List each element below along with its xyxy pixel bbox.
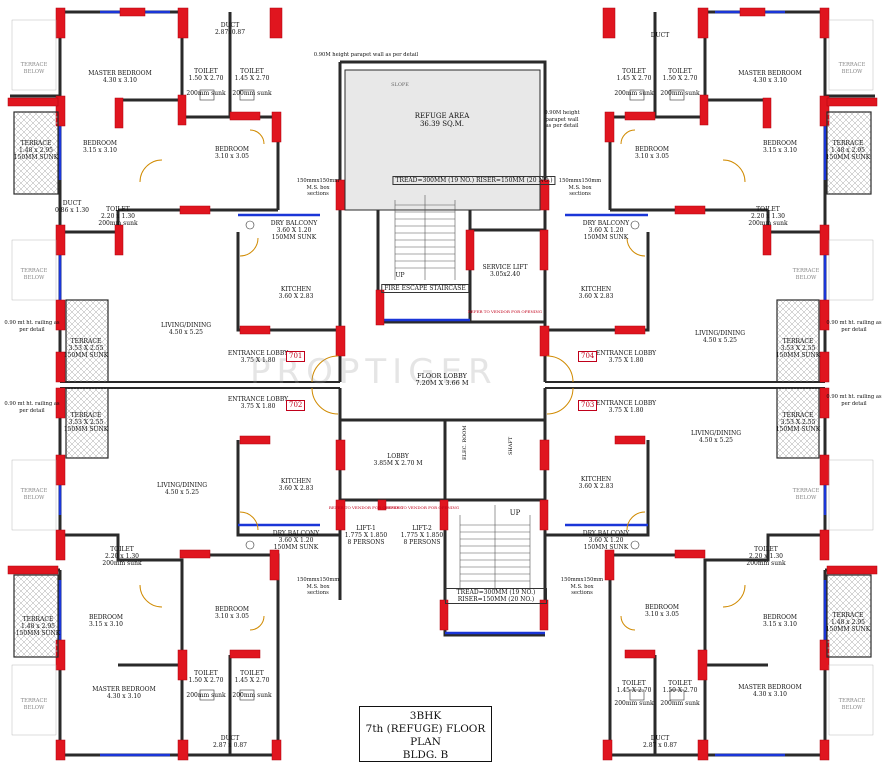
vendor-note-service: REFER TO VENDOR FOR OPENING: [467, 309, 543, 314]
vendor-note-lift1: REFER TO VENDOR FOR OPENING: [328, 505, 404, 510]
box-section-note-br: 150mmx150mm M.S. box sections: [560, 577, 604, 596]
stair-up-bottom: UP: [509, 509, 521, 517]
unit-tag-704: 704: [578, 351, 598, 362]
stair-tread-note-bottom: TREAD=300MM (19 NO.) RISER=150MM (20 NO.…: [445, 588, 547, 604]
terrace-below-br2: TERRACE BELOW: [838, 698, 866, 711]
box-section-note-tr: 150mmx150mm M.S. box sections: [558, 178, 602, 197]
box-section-note-tl: 150mmx150mm M.S. box sections: [296, 178, 340, 197]
stair-tread-note-top: TREAD=300MM (19 NO.) RISER=150MM (20 NO.…: [392, 176, 556, 185]
title-line-1: 3BHK: [409, 710, 442, 722]
railing-note-r1: 0.90 mt ht. railing as per detail: [826, 320, 882, 333]
terrace-below-bl2: TERRACE BELOW: [20, 698, 48, 711]
unit-tag-702: 702: [286, 400, 306, 411]
railing-note-l1: 0.90 mt ht. railing as per detail: [4, 320, 60, 333]
terrace-below-ml: TERRACE BELOW: [20, 268, 48, 281]
unit-tag-701: 701: [286, 351, 306, 362]
terrace-below-mr: TERRACE BELOW: [792, 268, 820, 281]
unit-tag-703: 703: [578, 400, 598, 411]
terrace-below-bl1: TERRACE BELOW: [20, 488, 48, 501]
elec-room-label: ELEC. ROOM: [462, 425, 468, 460]
box-section-note-bl: 150mmx150mm M.S. box sections: [296, 577, 340, 596]
title-line-2: 7th (REFUGE) FLOOR PLAN: [365, 723, 486, 748]
parapet-note-top: 0.90M height parapet wall as per detail: [313, 52, 419, 58]
title-block: 3BHK 7th (REFUGE) FLOOR PLAN BLDG. B: [359, 706, 492, 762]
railing-note-r2: 0.90 mt ht. railing as per detail: [826, 394, 882, 407]
refuge-slope-label: SLOPE: [391, 82, 409, 88]
shaft-label: SHAFT: [508, 436, 514, 455]
vendor-note-lift2: REFER TO VENDOR FOR OPENING: [384, 505, 460, 510]
railing-note-l2: 0.90 mt ht. railing as per detail: [4, 401, 60, 414]
terrace-below-tl: TERRACE BELOW: [20, 62, 48, 75]
room-duct-tr: DUCT: [650, 32, 670, 39]
terrace-below-tr: TERRACE BELOW: [838, 62, 866, 75]
terrace-below-br1: TERRACE BELOW: [792, 488, 820, 501]
room-fire-escape-staircase: FIRE ESCAPE STAIRCASE: [381, 284, 469, 293]
parapet-note-right: 0.90M height parapet wall as per detail: [544, 110, 580, 129]
stair-up-top: UP: [395, 272, 405, 279]
title-line-3: BLDG. B: [402, 749, 449, 761]
